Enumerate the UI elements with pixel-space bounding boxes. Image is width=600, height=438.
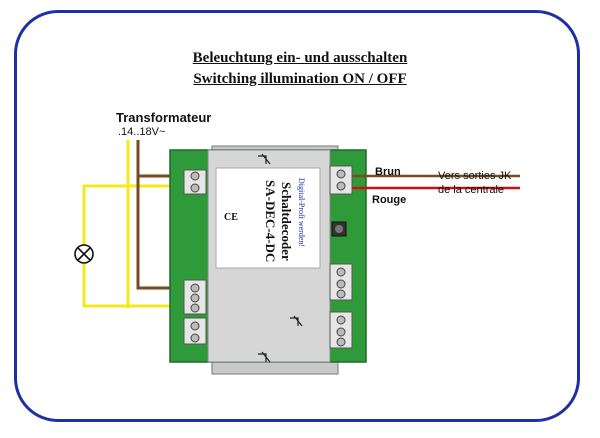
title-german: Beleuchtung ein- und ausschalten (192, 50, 408, 66)
programming-button-icon (331, 221, 347, 237)
wire-brown-label: Brun (375, 166, 401, 178)
terminal-block-right-middle (329, 263, 353, 301)
module-name-line1: Schaltdecoder (279, 182, 294, 261)
ce-badge: CE (224, 212, 238, 223)
terminal-block-right-top (329, 165, 353, 195)
title-english: Switching illumination ON / OFF (193, 71, 407, 87)
wire-yellow-from-lamp (82, 264, 190, 308)
terminal-block-left-bottom (183, 279, 207, 315)
wire-yellow-to-lamp (82, 184, 128, 245)
switch-icon (258, 153, 303, 363)
module-label-sticker (215, 167, 321, 269)
transformer-label: Transformateur (116, 110, 212, 125)
module-slogan: Digital-Profi werden! (297, 178, 306, 248)
wire-red-label: Rouge (372, 194, 407, 206)
destination-label-line2: de la centrale (438, 184, 505, 196)
lamp-icon (74, 244, 94, 264)
terminal-block-right-bottom (329, 311, 353, 349)
diagram-frame (14, 10, 580, 422)
terminal-block-left-lower (183, 317, 207, 345)
transformer-voltage: .14..18V~ (118, 126, 166, 138)
terminal-block-left-top (183, 169, 207, 195)
module-name-line2: SA-DEC-4-DC (263, 180, 278, 263)
destination-label-line1: Vers sorties JK (438, 170, 512, 182)
